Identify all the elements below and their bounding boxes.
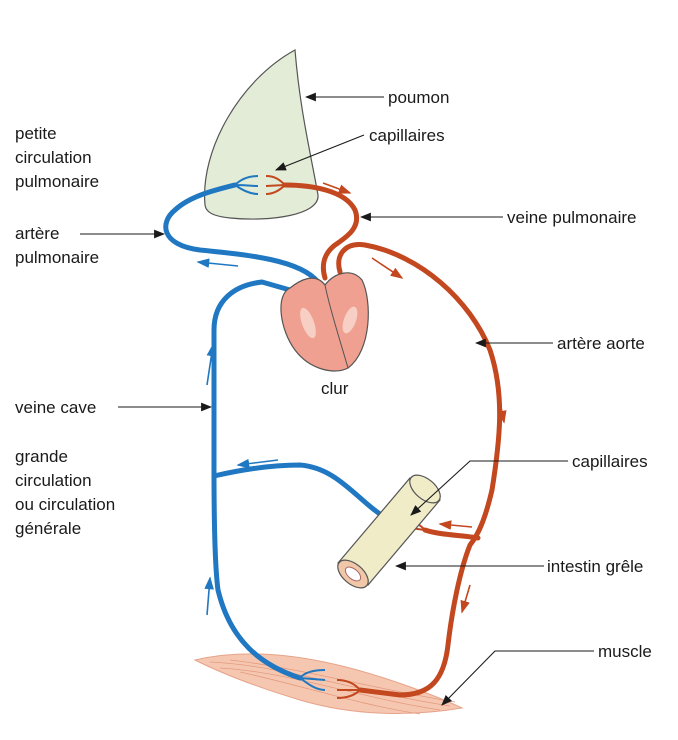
label-grande-2: circulation: [15, 471, 92, 490]
flow-arrows: [196, 182, 507, 616]
vena-cava: [163, 182, 393, 681]
leader-lines: [80, 92, 594, 706]
aorta-and-pulmonary-vein: [282, 182, 503, 698]
label-petite-3: pulmonaire: [15, 172, 99, 191]
label-grande-4: générale: [15, 519, 81, 538]
red-capillaries: [265, 175, 426, 699]
label-petite-1: petite: [15, 124, 57, 143]
label-capillaires-poumon: capillaires: [369, 126, 445, 145]
label-muscle: muscle: [598, 642, 652, 661]
label-grande-3: ou circulation: [15, 495, 115, 514]
label-poumon: poumon: [388, 88, 449, 107]
label-artere-pulmonaire-2: pulmonaire: [15, 248, 99, 267]
heart: [280, 272, 369, 372]
muscle: [193, 653, 464, 715]
label-capillaires-intestin: capillaires: [572, 452, 648, 471]
label-intestin: intestin grêle: [547, 557, 643, 576]
label-coeur: clur: [321, 379, 349, 398]
label-veine-pulmonaire: veine pulmonaire: [507, 208, 636, 227]
label-veine-cave: veine cave: [15, 398, 96, 417]
lung: [203, 49, 319, 220]
label-artere-aorte: artère aorte: [557, 334, 645, 353]
blue-capillaries: [234, 175, 406, 691]
label-petite-2: circulation: [15, 148, 92, 167]
label-artere-pulmonaire-1: artère: [15, 224, 59, 243]
label-grande-1: grande: [15, 447, 68, 466]
